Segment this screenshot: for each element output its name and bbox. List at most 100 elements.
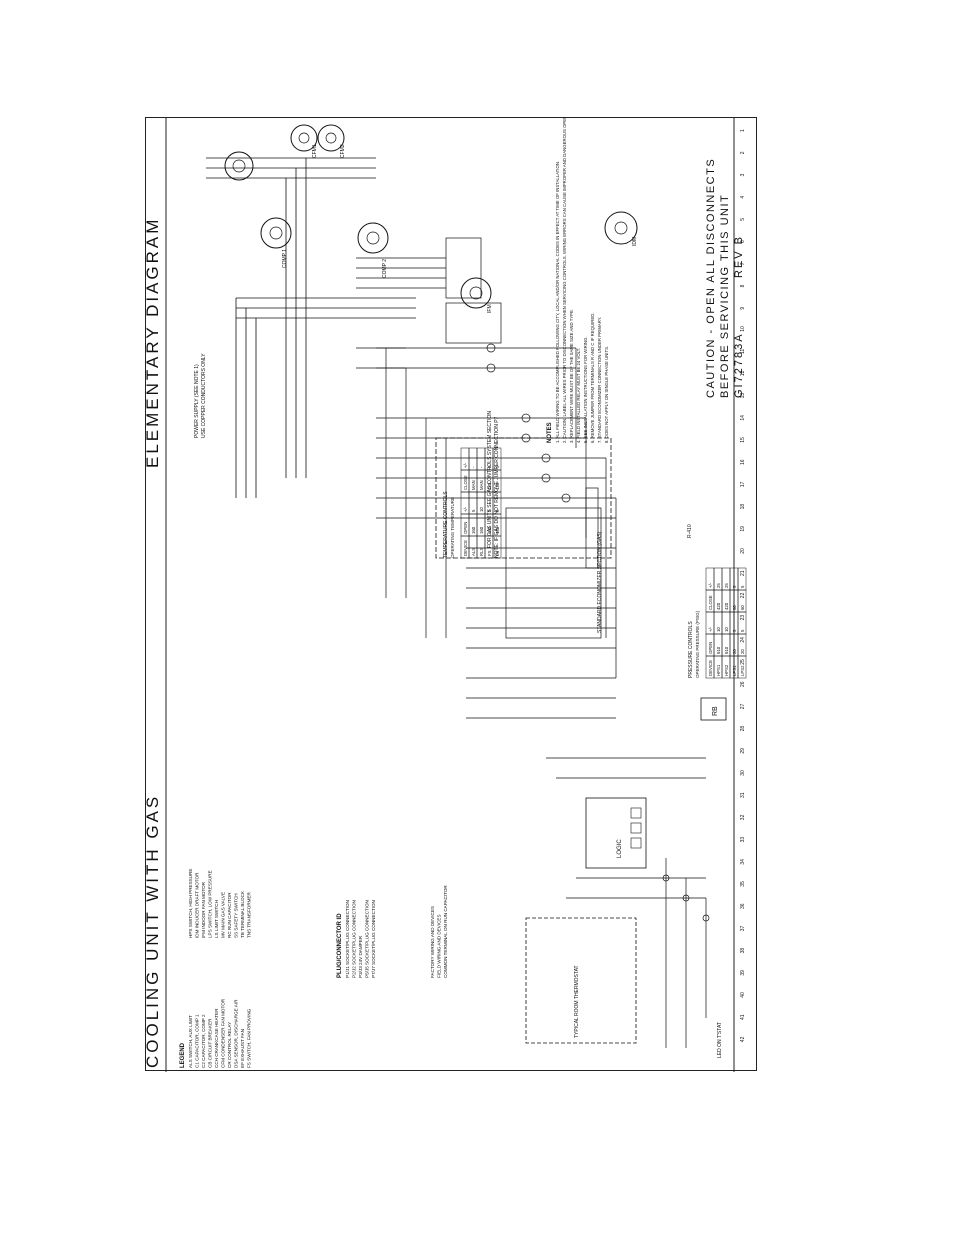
table-value: -	[479, 466, 484, 468]
plug-item: P5/J5 SOCKET/PLUG CONNECTION	[365, 900, 370, 978]
line-number: 29	[740, 748, 746, 754]
wiring-note: FIELD WIRING AND DEVICES	[437, 914, 442, 978]
caution-line1: CAUTION - OPEN ALL DISCONNECTS	[705, 158, 717, 398]
legend-heading: LEGEND	[180, 1042, 186, 1068]
table-value: 20	[740, 649, 745, 654]
table-value: RLS	[479, 548, 484, 556]
table-value: 610	[724, 646, 729, 654]
line-number: 13	[740, 393, 746, 399]
legend-item: DSA SENSOR, DISCHARGE AIR	[234, 999, 239, 1068]
table-subtitle: OPERATING TEMPERATURE	[450, 497, 455, 558]
comp1-motor-icon	[260, 217, 292, 249]
table-title: TEMPERATURE CONTROLS	[443, 491, 449, 558]
exhaust-motor-icon	[224, 151, 254, 181]
legend-item: ALS SWITCH, AUX LIMIT	[188, 1015, 193, 1068]
table-value: 5	[740, 629, 745, 632]
legend-item: CR CONTROL RELAY	[227, 1022, 232, 1068]
legend-item: LPS SWITCH, LOW PRESSURE	[208, 870, 213, 938]
line-number: 25	[740, 659, 746, 665]
notes-heading: NOTES	[547, 422, 553, 443]
cfm2-label: CFM2	[340, 144, 346, 158]
table-value: MAN	[479, 480, 484, 490]
table-value: LS	[495, 551, 500, 556]
table-value: -	[471, 466, 476, 468]
line-number: 21	[740, 570, 746, 576]
plug-item: P3/J3 24V DAMPER	[358, 935, 363, 978]
part-number: GI72783A	[733, 332, 745, 398]
refrigerant-label: R-410	[687, 524, 693, 538]
table-value: LPS2	[740, 665, 745, 676]
table-value: 130	[487, 482, 492, 490]
table-subtitle: OPERATING PRESSURE (PSIG)	[695, 610, 700, 678]
idm-motor-icon	[604, 211, 638, 245]
legend-item: C2 CAPACITOR, COMP 2	[201, 1014, 206, 1068]
led-label: LED ON T'STAT	[717, 1022, 723, 1058]
caution-line2: BEFORE SERVICING THIS UNIT	[719, 194, 731, 398]
table-value: 10	[716, 627, 721, 632]
line-number: 31	[740, 792, 746, 798]
caution-block: CAUTION - OPEN ALL DISCONNECTS BEFORE SE…	[705, 158, 745, 398]
legend-item: CFM CONDENSER FAN MOTOR	[221, 998, 226, 1068]
table-value: FS	[487, 550, 492, 556]
gas-controls: FOR GAS UNITS SEE GAS CONTROLS SYSTEM SE…	[435, 411, 612, 639]
line-number: 9	[740, 307, 746, 310]
note-item: 8. DOES NOT APPLY ON SINGLE PHASE UNITS.	[604, 346, 609, 443]
table-value: 160	[479, 526, 484, 534]
table-value: 20	[732, 649, 737, 654]
line-number: 8	[740, 284, 746, 287]
diagram-sheet: COOLING UNIT WITH GAS ELEMENTARY DIAGRAM…	[143, 102, 757, 1072]
title-left: COOLING UNIT WITH GAS	[146, 794, 162, 1068]
legend-item: IFM INDOOR FAN MOTOR	[201, 881, 206, 938]
plug-item: P2/J2 SOCKET/PLUG CONNECTION	[352, 900, 357, 978]
legend-item: FS SWITCH, FAN PROVING	[247, 1008, 252, 1068]
idm-label: IDM	[632, 237, 638, 246]
legend-item: IDM INDUCER DRAFT MOTOR	[195, 872, 200, 938]
line-number: 35	[740, 881, 746, 887]
ifm-label: IFM	[487, 304, 493, 313]
ifm-motor-icon	[460, 277, 492, 309]
table-title: PRESSURE CONTROLS	[688, 621, 694, 678]
line-number: 37	[740, 925, 746, 931]
table-value: 60	[732, 605, 737, 610]
table-value: 5	[495, 465, 500, 468]
line-number: 14	[740, 415, 746, 421]
power-copper-label: USE COPPER CONDUCTORS ONLY	[201, 353, 207, 438]
table-value: 5	[471, 509, 476, 512]
notes-block: NOTES 1. ALL FIELD WIRING TO BE ACCOMPLI…	[547, 102, 609, 443]
plug-block: PLUG/CONNECTOR ID P1/J1 SOCKET/PLUG CONN…	[337, 900, 376, 978]
line-number: 26	[740, 681, 746, 687]
table-header: +/-	[463, 462, 468, 468]
legend-item: C1 CAPACITOR, COMP 1	[195, 1014, 200, 1068]
note-item: 5. SEE INSTALLATION INSTRUCTIONS FOR WIR…	[583, 336, 588, 443]
control-wiring	[376, 237, 617, 719]
line-number: 2	[740, 151, 746, 154]
thermostat-label: TYPICAL ROOM THERMOSTAT	[574, 965, 580, 1038]
table-value: 10	[724, 627, 729, 632]
note-item: 6. REMOVE JUMPER FROM TERMINALS R AND C …	[590, 312, 595, 443]
comp2-label: COMP 2	[382, 259, 388, 278]
table-value: 420	[716, 602, 721, 610]
line-number: 41	[740, 1014, 746, 1020]
line-number: 4	[740, 196, 746, 199]
comp2-motor-icon	[357, 222, 389, 254]
note-item: 7. STANDARD ECONOMIZER CONNECTION UNDER …	[597, 317, 602, 443]
logic-label: LOGIC	[617, 839, 623, 858]
table-value: 160	[471, 526, 476, 534]
schematic-svg: COOLING UNIT WITH GAS ELEMENTARY DIAGRAM…	[143, 102, 747, 1072]
line-number: 30	[740, 770, 746, 776]
table-value: HPS1	[716, 664, 721, 676]
line-number: 27	[740, 703, 746, 709]
line-number: 10	[740, 326, 746, 332]
table-header: +/-	[708, 626, 713, 632]
cfm1-label: CFM1	[312, 144, 318, 158]
note-item: 4. FIELD INSTALLED RELAY MUST BE 24 VOLT…	[576, 348, 581, 443]
table-cell	[737, 567, 747, 591]
line-number: 32	[740, 814, 746, 820]
legend-item: MV MAIN GAS VALVE	[221, 892, 226, 938]
line-number: 7	[740, 262, 746, 265]
rb-label: RB	[712, 706, 719, 716]
legend-item: EF EXHAUST FAN	[240, 1029, 245, 1068]
